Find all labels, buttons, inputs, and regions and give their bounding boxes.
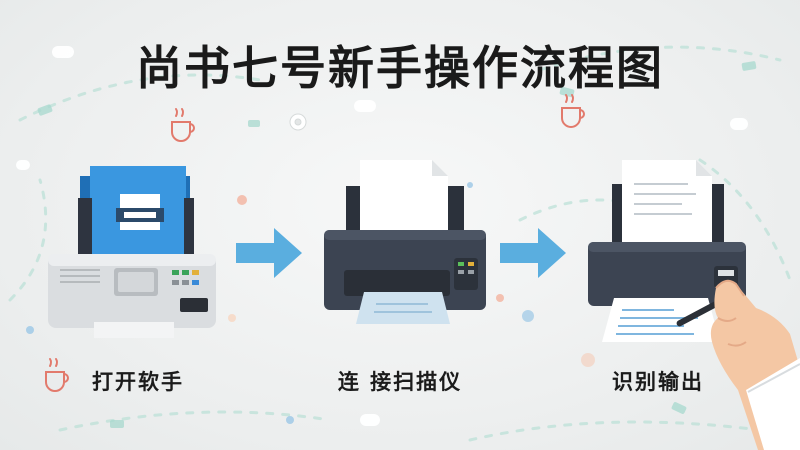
step-label-3: 识别输出 <box>612 370 704 394</box>
step-label-1: 打开软手 <box>92 370 184 394</box>
hand-icon <box>710 279 800 450</box>
printer-icon <box>324 160 486 324</box>
step-label-2: 连 接扫描仪 <box>337 370 463 394</box>
arrow-right-icon <box>500 228 566 278</box>
coffee-cup-icon <box>171 108 195 142</box>
coffee-cup-icon <box>561 94 585 128</box>
coffee-cup-icon <box>45 358 69 392</box>
page-title: 尚书七号新手操作流程图 <box>136 41 664 95</box>
gear-icon <box>289 113 307 131</box>
scanner-icon <box>48 166 216 338</box>
arrow-right-icon <box>236 228 302 278</box>
printer-icon <box>588 160 800 450</box>
